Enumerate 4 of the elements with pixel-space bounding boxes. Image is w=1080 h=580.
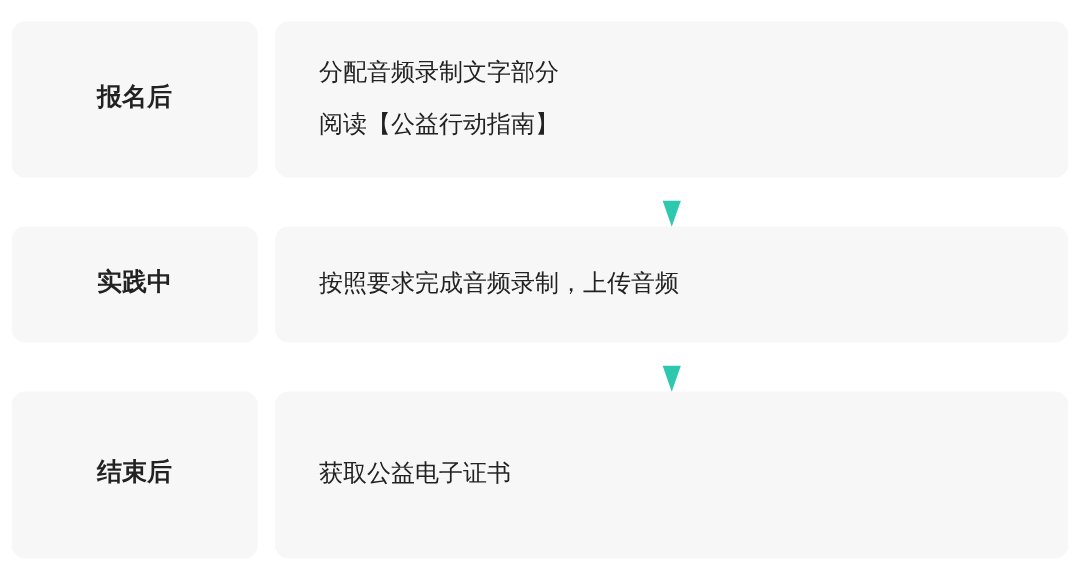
arrow	[662, 200, 681, 227]
arrow	[662, 365, 681, 392]
node-box: 获取公益电子证书	[275, 391, 1069, 559]
node-box: 按照要求完成音频录制，上传音频	[275, 226, 1069, 343]
